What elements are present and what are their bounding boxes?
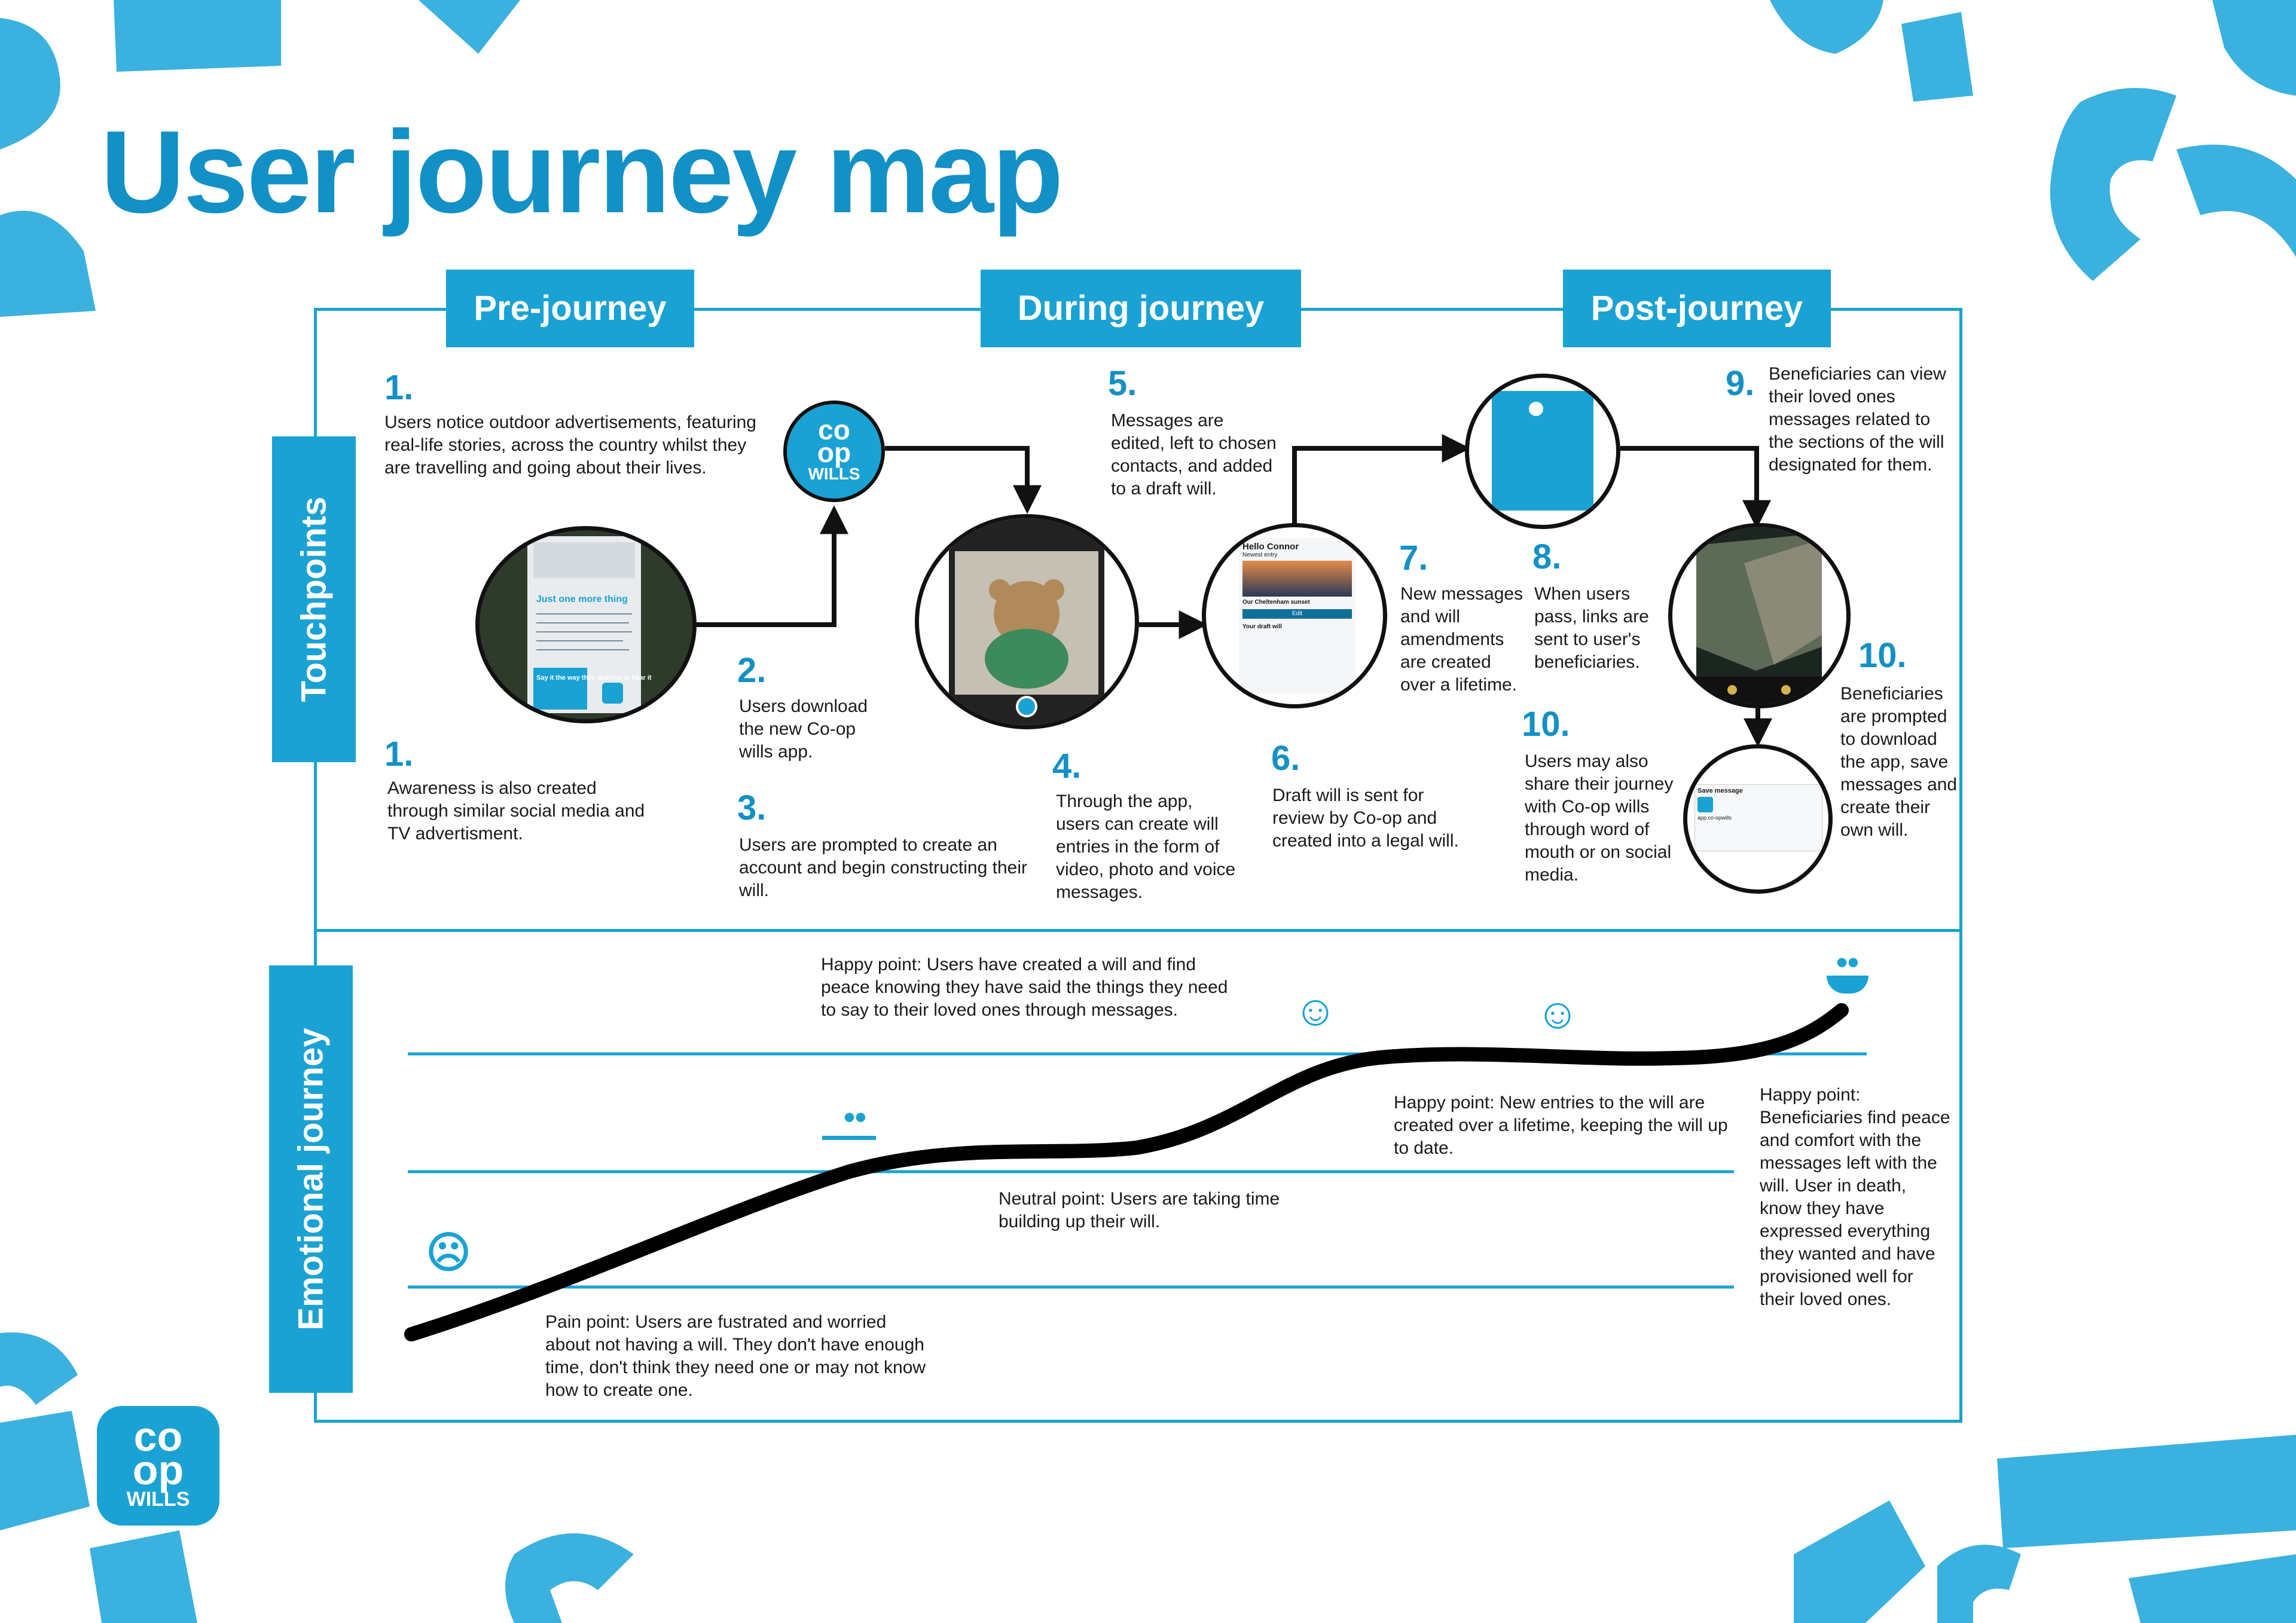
step-10b-number: 10. bbox=[1858, 636, 1907, 675]
deco-shape-top-right-c bbox=[2050, 88, 2176, 281]
deco-shape-top-right-ring bbox=[1770, 0, 1883, 54]
logo-line3: WILLS bbox=[126, 1488, 190, 1511]
arrow-poster-to-app bbox=[697, 505, 848, 627]
emotion-curve bbox=[404, 1003, 1849, 1341]
logo-line1: co bbox=[133, 1413, 183, 1460]
app-icon-line3: WILLS bbox=[808, 464, 860, 483]
deco-shape-bottom-mid-c bbox=[505, 1533, 634, 1623]
app-video-title: Our Cheltenham sunset bbox=[1242, 599, 1310, 606]
happy-point-2-text: Happy point: New entries to the will are… bbox=[1394, 1093, 1728, 1158]
deco-shape-top-left-wedge bbox=[419, 0, 520, 54]
camera-screen-touchpoint bbox=[915, 514, 1139, 729]
phase-pre-journey: Pre-journey bbox=[446, 270, 694, 347]
step-7-number: 7. bbox=[1399, 539, 1428, 577]
step-3-number: 3. bbox=[737, 788, 767, 827]
deco-shape-top-right-corner bbox=[2212, 0, 2296, 96]
pain-point-text: Pain point: Users are fustrated and worr… bbox=[545, 1312, 926, 1400]
app-greeting: Hello Connor bbox=[1242, 542, 1299, 552]
logo-line2: op bbox=[132, 1447, 184, 1493]
section-divider bbox=[314, 929, 1962, 932]
step-5-number: 5. bbox=[1108, 364, 1137, 403]
phase-during-journey: During journey bbox=[981, 270, 1301, 347]
step-1a-text: Users notice outdoor advertisements, fea… bbox=[384, 412, 756, 478]
step-4-text: Through the app, users can create will e… bbox=[1056, 791, 1236, 902]
step-10b-text: Beneficiaries are prompted to download t… bbox=[1840, 684, 1958, 840]
video-playback-touchpoint bbox=[1668, 523, 1851, 708]
app-draft-label: Your draft will bbox=[1242, 623, 1282, 630]
deco-shape-bottom-left-wedge bbox=[90, 1530, 197, 1623]
happy-face-icon-2: ☺ bbox=[1535, 990, 1580, 1038]
deco-shape-bottom-left-c bbox=[0, 1332, 78, 1405]
section-emotional-journey: Emotional journey bbox=[269, 965, 353, 1393]
step-9-text: Beneficiaries can view their loved ones … bbox=[1769, 364, 1946, 475]
deco-shape-right-c bbox=[2176, 144, 2296, 257]
poster-headline: Just one more thing bbox=[536, 594, 628, 604]
deco-shape-top-left-arc bbox=[0, 18, 60, 149]
app-edit-button[interactable]: Edit bbox=[1242, 609, 1352, 619]
happy-face-icon-1: ☺ bbox=[1293, 987, 1338, 1035]
step-2-number: 2. bbox=[737, 651, 767, 690]
step-6-text: Draft will is sent for review by Co-op a… bbox=[1272, 785, 1459, 851]
coop-wills-logo: co op WILLS bbox=[97, 1406, 219, 1526]
deco-shape-bottom-right-bar bbox=[1997, 1435, 2296, 1548]
step-7-text: New messages and will amendments are cre… bbox=[1400, 584, 1523, 695]
deco-shape-bottom-right-c bbox=[1937, 1545, 2021, 1623]
step-8-text: When users pass, links are sent to user'… bbox=[1534, 584, 1649, 672]
poster-tagline: Say it the way they deserve to hear it bbox=[536, 674, 652, 681]
arrow-message-to-video bbox=[1620, 446, 1771, 529]
deco-shape-top-right-wedge bbox=[1901, 12, 1973, 102]
deco-shape-bottom-right-corner bbox=[2129, 1554, 2296, 1623]
save-message-url: app.co-opwills bbox=[1697, 815, 1732, 821]
page-title: User journey map bbox=[100, 106, 1064, 237]
step-1b-text: Awareness is also created through simila… bbox=[387, 778, 645, 843]
sad-face-icon: ☹ bbox=[426, 1229, 471, 1277]
happy-point-3-text: Happy point: Beneficiaries find peace an… bbox=[1760, 1085, 1950, 1309]
neutral-face-icon: •• bbox=[844, 1099, 866, 1135]
draft-will-screen-touchpoint: Hello Connor Newest entry Our Cheltenham… bbox=[1202, 523, 1387, 708]
step-8-number: 8. bbox=[1532, 537, 1562, 576]
happy-point-1-text: Happy point: Users have created a will a… bbox=[821, 955, 1228, 1020]
step-9-number: 9. bbox=[1726, 364, 1755, 403]
phase-post-journey: Post-journey bbox=[1563, 270, 1831, 347]
neutral-point-text: Neutral point: Users are taking time bui… bbox=[999, 1189, 1280, 1231]
arrow-draft-to-message bbox=[1292, 434, 1471, 526]
step-2-text: Users download the new Co-op wills app. bbox=[739, 696, 868, 762]
step-1b-number: 1. bbox=[384, 735, 414, 774]
poster-touchpoint-image: Just one more thing Say it the way they … bbox=[475, 526, 697, 723]
save-message-title: Save message bbox=[1697, 787, 1743, 794]
step-1a-number: 1. bbox=[384, 368, 414, 407]
app-recent-label: Newest entry bbox=[1242, 552, 1278, 558]
arrow-app-to-camera bbox=[885, 446, 1042, 514]
neutral-mouth-shape bbox=[822, 1136, 876, 1140]
deco-shape-top-left-bar bbox=[114, 0, 281, 72]
app-icon-line1: co bbox=[818, 414, 850, 445]
deco-shape-bottom-right-cluster bbox=[1794, 1500, 1925, 1623]
deco-shape-left-blob bbox=[0, 210, 96, 317]
coop-wills-app-icon: co op WILLS bbox=[783, 401, 885, 502]
step-5-text: Messages are edited, left to chosen cont… bbox=[1111, 411, 1277, 499]
section-touchpoints: Touchpoints bbox=[272, 436, 356, 762]
deco-shape-bottom-left-block bbox=[0, 1411, 90, 1530]
save-message-touchpoint: Save message app.co-opwills bbox=[1683, 744, 1833, 894]
app-icon-line2: op bbox=[817, 437, 851, 468]
step-3-text: Users are prompted to create an account … bbox=[739, 835, 1027, 900]
very-happy-face-icon: •• bbox=[1836, 945, 1859, 980]
step-10a-text: Users may also share their journey with … bbox=[1525, 751, 1674, 885]
message-screen-touchpoint bbox=[1465, 374, 1620, 529]
step-6-number: 6. bbox=[1271, 739, 1300, 778]
step-10a-number: 10. bbox=[1522, 705, 1570, 744]
step-4-number: 4. bbox=[1052, 747, 1082, 785]
